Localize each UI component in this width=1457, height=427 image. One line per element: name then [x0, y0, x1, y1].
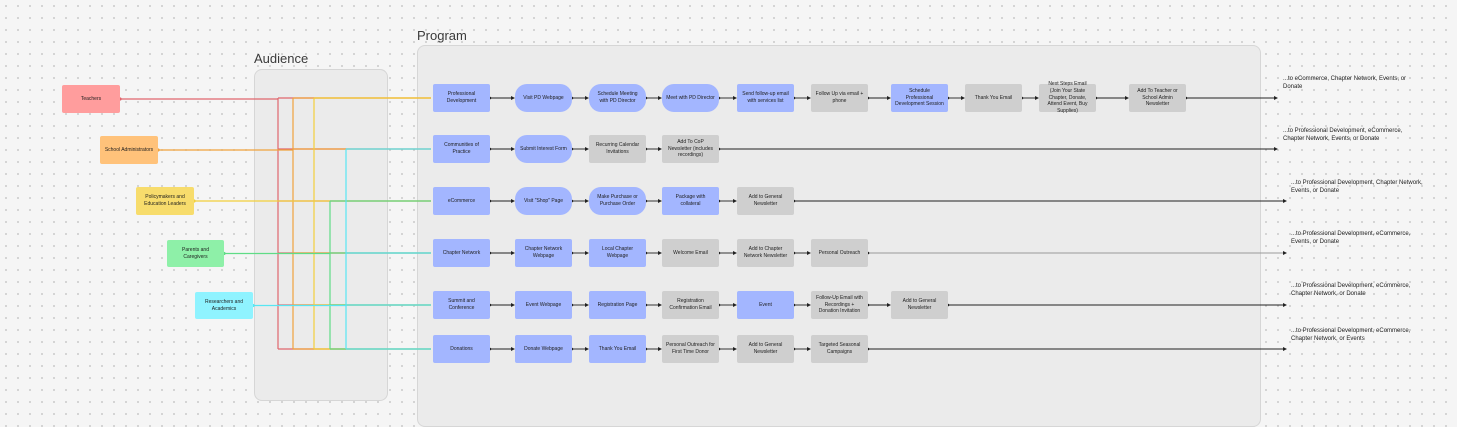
program-step[interactable]: Meet with PD Director	[662, 84, 719, 112]
arrow-head	[887, 303, 891, 307]
program-step[interactable]: Add To CoP Newsletter (includes recordin…	[662, 135, 719, 163]
arrow-head	[585, 347, 589, 351]
program-step[interactable]: Visit "Shop" Page	[515, 187, 572, 215]
row-destination-label: ...to Professional Development, eCommerc…	[1291, 328, 1411, 342]
arrow-head	[511, 303, 515, 307]
program-step[interactable]: Schedule Meeting with PD Director	[589, 84, 646, 112]
audience-node[interactable]: Researchers and Academics	[195, 292, 253, 319]
program-step[interactable]: Chapter Network Webpage	[515, 239, 572, 267]
arrow-head	[1283, 199, 1287, 203]
connector-layer	[118, 96, 1287, 351]
audience-wire-group	[251, 148, 431, 350]
arrow-head	[511, 199, 515, 203]
audience-node[interactable]: Teachers	[62, 85, 120, 113]
audience-node[interactable]: Parents and Caregivers	[167, 240, 224, 267]
arrow-head	[585, 96, 589, 100]
program-step[interactable]: Event	[737, 291, 794, 319]
program-step[interactable]: Add to General Newsletter	[891, 291, 948, 319]
arrow-head	[1035, 96, 1039, 100]
arrow-head	[733, 96, 737, 100]
arrow-head	[658, 303, 662, 307]
audience-node[interactable]: Policymakers and Education Leaders	[136, 187, 194, 215]
arrow-head	[511, 96, 515, 100]
row-destination-label: ...to Professional Development, eCommerc…	[1291, 231, 1411, 245]
program-step[interactable]: Follow-Up Email with Recordings + Donati…	[811, 291, 868, 319]
audience-node[interactable]: School Administrators	[100, 136, 158, 164]
program-step[interactable]: eCommerce	[433, 187, 490, 215]
program-step[interactable]: Donate Webpage	[515, 335, 572, 363]
program-step[interactable]: Follow Up via email + phone	[811, 84, 868, 112]
program-step[interactable]: Targeted Seasonal Campaigns	[811, 335, 868, 363]
program-step[interactable]: Personal Outreach	[811, 239, 868, 267]
arrow-head	[658, 96, 662, 100]
program-step[interactable]: Package with collateral	[662, 187, 719, 215]
program-step[interactable]: Recurring Calendar Invitations	[589, 135, 646, 163]
arrow-head	[658, 347, 662, 351]
arrow-head	[807, 96, 811, 100]
program-step[interactable]: Chapter Network	[433, 239, 490, 267]
arrow-head	[733, 199, 737, 203]
arrow-head	[511, 251, 515, 255]
arrow-head	[585, 147, 589, 151]
audience-section-title: Audience	[254, 51, 309, 66]
audience-wire-group	[118, 97, 431, 350]
program-step[interactable]: Send follow-up email with services list	[737, 84, 794, 112]
program-step[interactable]: Thank You Email	[589, 335, 646, 363]
arrow-head	[658, 251, 662, 255]
arrow-head	[585, 303, 589, 307]
arrow-head	[658, 199, 662, 203]
arrow-head	[733, 347, 737, 351]
audience-wire-group	[222, 200, 431, 350]
arrow-head	[733, 303, 737, 307]
arrow-head	[585, 251, 589, 255]
program-step[interactable]: Make Purchase or Purchase Order	[589, 187, 646, 215]
arrow-head	[807, 303, 811, 307]
program-step[interactable]: Add To Teacher or School Admin Newslette…	[1129, 84, 1186, 112]
program-step[interactable]: Add to Chapter Network Newsletter	[737, 239, 794, 267]
program-step[interactable]: Submit Interest Form	[515, 135, 572, 163]
row-destination-label: ...to eCommerce, Chapter Network, Events…	[1283, 76, 1407, 90]
arrow-head	[807, 347, 811, 351]
program-step[interactable]: Registration Page	[589, 291, 646, 319]
program-step[interactable]: Visit PD Webpage	[515, 84, 572, 112]
arrow-head	[1274, 147, 1278, 151]
arrow-head	[1283, 251, 1287, 255]
program-step[interactable]: Personal Outreach for First Time Donor	[662, 335, 719, 363]
program-section-title: Program	[417, 28, 467, 43]
program-step[interactable]: Registration Confirmation Email	[662, 291, 719, 319]
arrow-head	[1274, 96, 1278, 100]
arrow-head	[658, 147, 662, 151]
program-step[interactable]: Event Webpage	[515, 291, 572, 319]
arrow-head	[585, 199, 589, 203]
program-step[interactable]: Local Chapter Webpage	[589, 239, 646, 267]
program-step[interactable]: Add to General Newsletter	[737, 335, 794, 363]
arrow-head	[511, 347, 515, 351]
arrow-head	[1125, 96, 1129, 100]
arrow-head	[807, 251, 811, 255]
program-step[interactable]: Professional Development	[433, 84, 490, 112]
program-step[interactable]: Donations	[433, 335, 490, 363]
row-destination-label: ...to Professional Development, Chapter …	[1291, 180, 1423, 194]
program-step[interactable]: Thank You Email	[965, 84, 1022, 112]
arrow-head	[887, 96, 891, 100]
row-destination-label: ...to Professional Development, eCommerc…	[1283, 128, 1403, 142]
program-step[interactable]: Schedule Professional Development Sessio…	[891, 84, 948, 112]
audience-section	[254, 69, 388, 401]
program-step[interactable]: Welcome Email	[662, 239, 719, 267]
arrow-head	[961, 96, 965, 100]
row-destination-label: ...to Professional Development, eCommerc…	[1291, 283, 1411, 297]
program-step[interactable]: Next Steps Email (Join Your State Chapte…	[1039, 81, 1096, 114]
program-step[interactable]: Summit and Conference	[433, 291, 490, 319]
arrow-head	[1283, 303, 1287, 307]
program-step[interactable]: Communities of Practice	[433, 135, 490, 163]
program-step[interactable]: Add to General Newsletter	[737, 187, 794, 215]
arrow-head	[1283, 347, 1287, 351]
arrow-head	[511, 147, 515, 151]
arrow-head	[733, 251, 737, 255]
